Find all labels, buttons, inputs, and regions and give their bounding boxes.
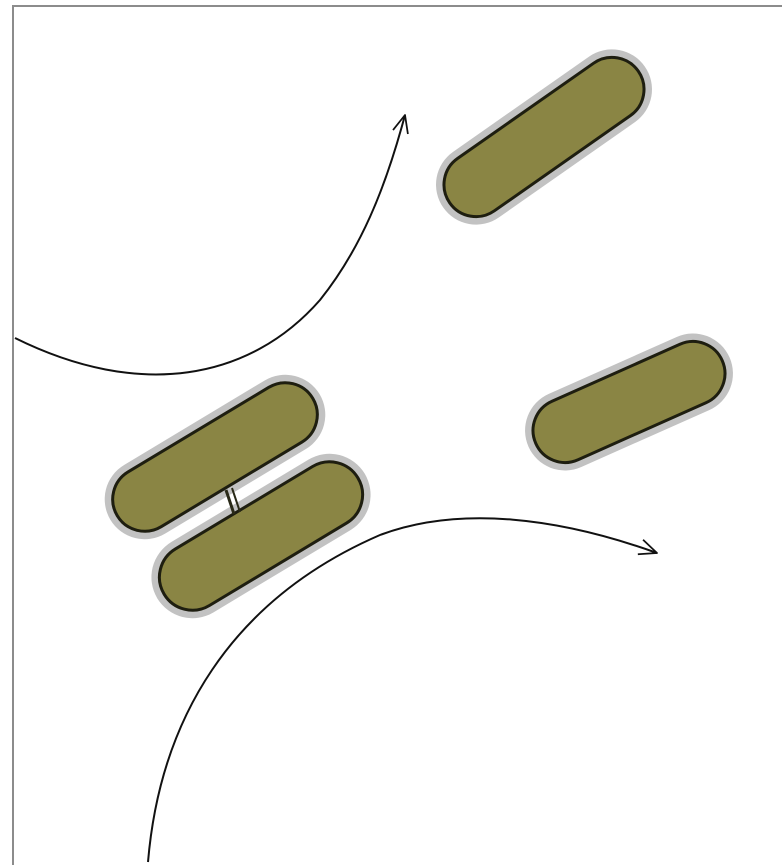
frame-border [13, 6, 782, 865]
